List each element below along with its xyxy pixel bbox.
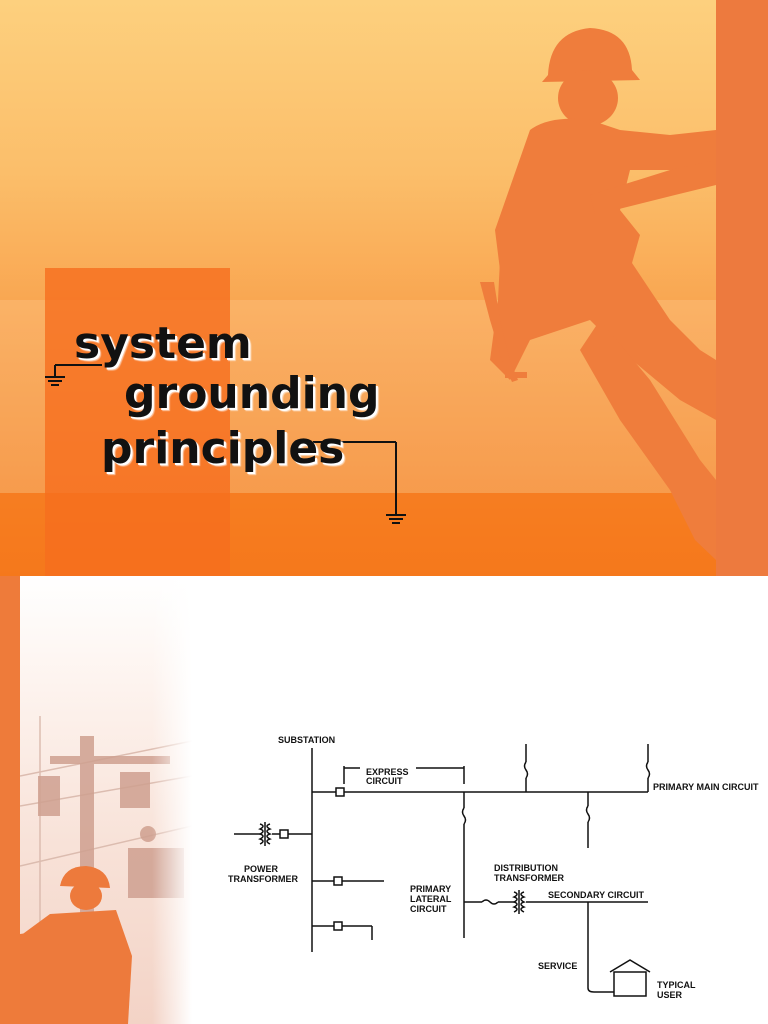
breaker-main — [335, 787, 345, 797]
label-lateral-3: CIRCUIT — [410, 904, 447, 914]
distribution-system-diagram: SUBSTATION EXPRESS CIRCUIT PRIMARY MAIN … — [228, 735, 759, 1000]
label-typical-2: USER — [657, 990, 683, 1000]
label-primary-main: PRIMARY MAIN CIRCUIT — [653, 782, 759, 792]
label-lateral-1: PRIMARY — [410, 884, 451, 894]
label-power-1: POWER — [244, 864, 279, 874]
label-secondary: SECONDARY CIRCUIT — [548, 890, 645, 900]
label-express-1: EXPRESS — [366, 767, 409, 777]
typical-user-house — [613, 971, 647, 997]
house-roof — [609, 959, 651, 973]
left-accent-block — [45, 268, 230, 576]
label-service: SERVICE — [538, 961, 577, 971]
title-line-3: principles — [101, 423, 345, 474]
title-line-2: grounding — [124, 368, 380, 419]
lineman-photo-panel — [20, 576, 192, 1024]
lineman-silhouette-icon — [480, 28, 716, 560]
left-orange-stripe — [0, 576, 20, 1024]
label-substation: SUBSTATION — [278, 735, 335, 745]
lineman-photo-icon — [20, 716, 192, 1024]
ground-wire-diagram — [45, 364, 406, 524]
label-express-2: CIRCUIT — [366, 776, 403, 786]
label-typical-1: TYPICAL — [657, 980, 696, 990]
utility-pole — [716, 0, 768, 576]
title-slide: system grounding principles — [0, 0, 768, 576]
label-distribution-1: DISTRIBUTION — [494, 863, 558, 873]
label-power-2: TRANSFORMER — [228, 874, 298, 884]
label-distribution-2: TRANSFORMER — [494, 873, 564, 883]
label-lateral-2: LATERAL — [410, 894, 452, 904]
title-line-1: system — [74, 318, 252, 369]
diagram-slide: SUBSTATION EXPRESS CIRCUIT PRIMARY MAIN … — [0, 576, 768, 1024]
